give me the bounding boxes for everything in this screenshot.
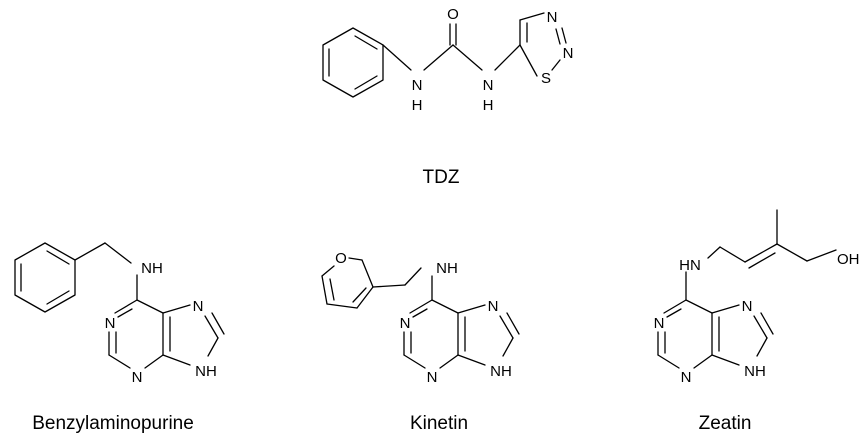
- kinetin-purine-core: [403, 299, 520, 369]
- zeatin-structure: HN OH N N N NH Zeatin: [654, 209, 860, 434]
- bap-nitrogen-label: N: [105, 315, 116, 332]
- tdz-structure: O N H N H N N S TDZ: [322, 6, 574, 188]
- kinetin-imidazole-nh-label: NH: [490, 363, 512, 380]
- tdz-compound-name: TDZ: [423, 167, 460, 188]
- bap-phenyl-ring: [14, 242, 76, 313]
- zeatin-hydroxyl-label: OH: [837, 251, 860, 268]
- tdz-nitrogen-label: N: [547, 9, 558, 26]
- tdz-nitrogen-label: N: [483, 77, 494, 94]
- kinetin-furan-ring: [321, 257, 374, 309]
- tdz-oxygen-label: O: [447, 6, 459, 23]
- zeatin-compound-name: Zeatin: [699, 413, 752, 434]
- bap-structure: NH N N N NH Benzylaminopurine: [14, 242, 225, 434]
- bap-amine-label: NH: [141, 260, 163, 277]
- kinetin-nitrogen-label: N: [400, 315, 411, 332]
- kinetin-nitrogen-label: N: [427, 369, 438, 386]
- bap-nitrogen-label: N: [132, 369, 143, 386]
- bap-compound-name: Benzylaminopurine: [32, 413, 194, 434]
- bap-nitrogen-label: N: [193, 298, 204, 315]
- kinetin-oxygen-label: O: [335, 250, 347, 267]
- zeatin-purine-core: [657, 271, 774, 369]
- tdz-hydrogen-label: H: [412, 97, 423, 114]
- zeatin-nitrogen-label: N: [742, 298, 753, 315]
- tdz-thiadiazole-ring: [519, 12, 567, 77]
- kinetin-nitrogen-label: N: [488, 298, 499, 315]
- zeatin-imidazole-nh-label: NH: [744, 363, 766, 380]
- tdz-hydrogen-label: H: [483, 97, 494, 114]
- zeatin-amine-label: HN: [679, 257, 701, 274]
- bap-imidazole-nh-label: NH: [195, 363, 217, 380]
- tdz-sulfur-label: S: [541, 70, 551, 87]
- tdz-phenyl-ring: [322, 27, 384, 98]
- kinetin-amine-label: NH: [436, 260, 458, 277]
- tdz-nitrogen-label: N: [563, 45, 574, 62]
- bap-purine-core: [108, 299, 225, 369]
- tdz-nitrogen-label: N: [412, 77, 423, 94]
- zeatin-nitrogen-label: N: [681, 369, 692, 386]
- kinetin-compound-name: Kinetin: [410, 413, 468, 434]
- kinetin-structure: O NH N N N NH Kinetin: [321, 250, 520, 434]
- zeatin-nitrogen-label: N: [654, 315, 665, 332]
